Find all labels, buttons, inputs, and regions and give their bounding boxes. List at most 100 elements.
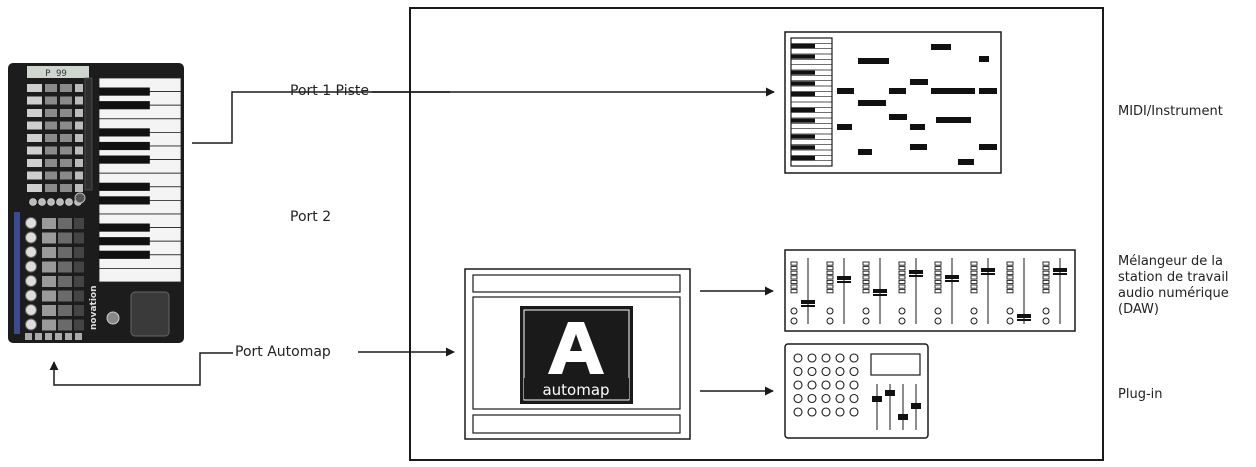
midi-note [910,79,928,85]
plugin-knob [807,353,817,363]
roll-black-key [791,145,815,150]
rotary-knob [25,275,37,287]
mixer-knob [1006,307,1014,315]
drum-pad [42,247,56,258]
level-meter-segment [790,275,798,280]
control-button [45,121,57,130]
level-meter-segment [862,266,870,271]
mixer-knob [970,317,978,325]
plugin-knob [821,366,831,377]
control-button [27,134,42,142]
level-meter-segment [1042,275,1050,280]
transport-button [75,333,82,340]
rotary-knob [25,231,37,244]
control-button [75,121,83,130]
daw-mixer-label-line: Mélangeur de la [1118,254,1223,269]
control-button [45,134,57,142]
mixer-knob [862,317,870,325]
level-meter-segment [934,289,942,294]
left-accent-strip [14,212,20,334]
fader-cap [981,268,995,272]
midi-note [979,144,997,150]
plugin-knob [793,407,803,417]
control-button [27,84,42,92]
encoder-knob [65,198,73,206]
level-meter-segment [790,266,798,271]
rotary-knob [25,304,37,316]
plugin-fader-cap [898,414,908,420]
rotary-knob [25,217,37,229]
plugin-knob [835,366,845,377]
plugin-knob [849,380,859,390]
midi-note [858,58,889,64]
level-meter-segment [1042,266,1050,271]
fader-cap-line [801,305,815,307]
controller-display [27,66,89,78]
plugin-knob [807,407,817,417]
control-button [60,109,72,117]
fader-cap [837,276,851,280]
level-meter-segment [934,275,942,280]
automap-window: automap [464,268,691,440]
fader-cap [1053,268,1067,272]
plugin-knob [807,380,817,390]
level-meter-segment [898,289,906,294]
roll-black-key [791,54,815,59]
fader-cap-line [981,273,995,275]
automap-titlebar [472,274,681,293]
midi-note [936,117,971,123]
drum-pads [25,217,84,340]
level-meter-segment [934,279,942,285]
fader-cap [801,300,815,304]
rotary-knob [25,289,37,302]
drum-pad [58,290,72,302]
plugin-panel [784,343,929,439]
drum-pad [42,232,56,244]
encoder-knob [47,198,55,206]
automap-return-line [49,352,233,386]
plugin-knob [793,353,803,363]
level-meter-segment [862,261,870,266]
host-computer-frame [409,7,1104,461]
transport-button [65,333,72,340]
level-meter-segment [970,284,978,289]
fader-cap [1017,314,1031,318]
level-meter-segment [826,289,834,294]
control-button [75,184,83,192]
port2-label: Port 2 [290,209,332,225]
level-meter-segment [898,270,906,275]
level-meter-segment [934,270,942,275]
midi-note [837,88,854,94]
black-key [99,223,150,232]
midi-note [910,124,925,130]
drum-pad [42,305,56,316]
plugin-label: Plug-in [1118,387,1163,402]
drum-pad [42,319,56,331]
rotary-knob [25,260,37,273]
level-meter-segment [826,261,834,266]
joystick [106,311,120,325]
mixer-knob [934,307,942,315]
level-meter-segment [826,279,834,285]
drum-pad [58,276,72,287]
fader-cap [909,270,923,274]
mixer-knob [790,317,798,325]
control-button [75,159,83,167]
fader-cap [873,289,887,293]
black-key [99,141,150,151]
automap-main-panel [472,296,681,410]
plugin-fader-cap [911,403,921,409]
drum-pad [42,290,56,302]
drum-pad [58,247,72,258]
midi-notes [837,44,997,165]
button-grid [27,84,83,192]
plugin-display [870,353,921,376]
roll-black-key [791,107,815,113]
automap-logo-text: automap [542,381,609,399]
black-key [99,101,150,110]
level-meter-segment [862,279,870,285]
plugin-knob [849,393,859,404]
control-button [27,171,42,180]
mixer-knob [1042,307,1050,315]
drum-pad [58,218,72,229]
